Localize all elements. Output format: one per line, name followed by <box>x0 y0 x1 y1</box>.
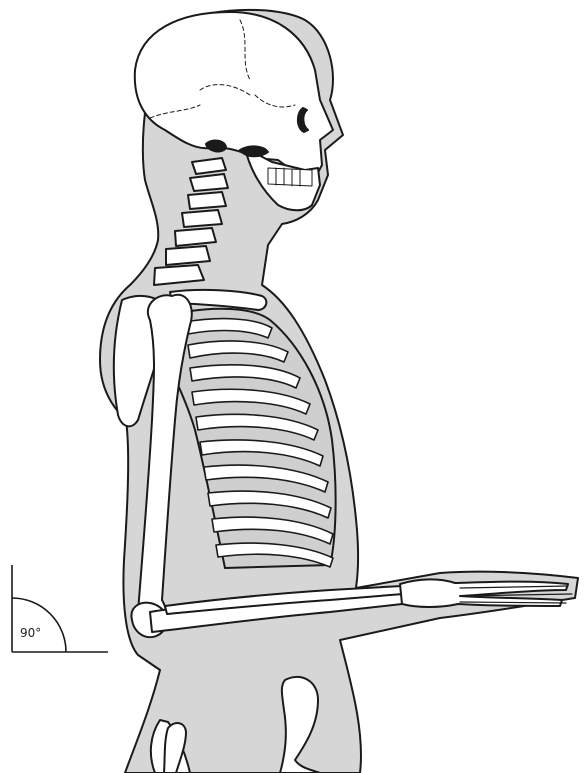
jaw-joint <box>240 146 268 156</box>
teeth <box>268 168 312 186</box>
ear-opening <box>206 141 226 152</box>
angle-arc <box>12 598 66 652</box>
angle-label: 90° <box>20 626 41 640</box>
